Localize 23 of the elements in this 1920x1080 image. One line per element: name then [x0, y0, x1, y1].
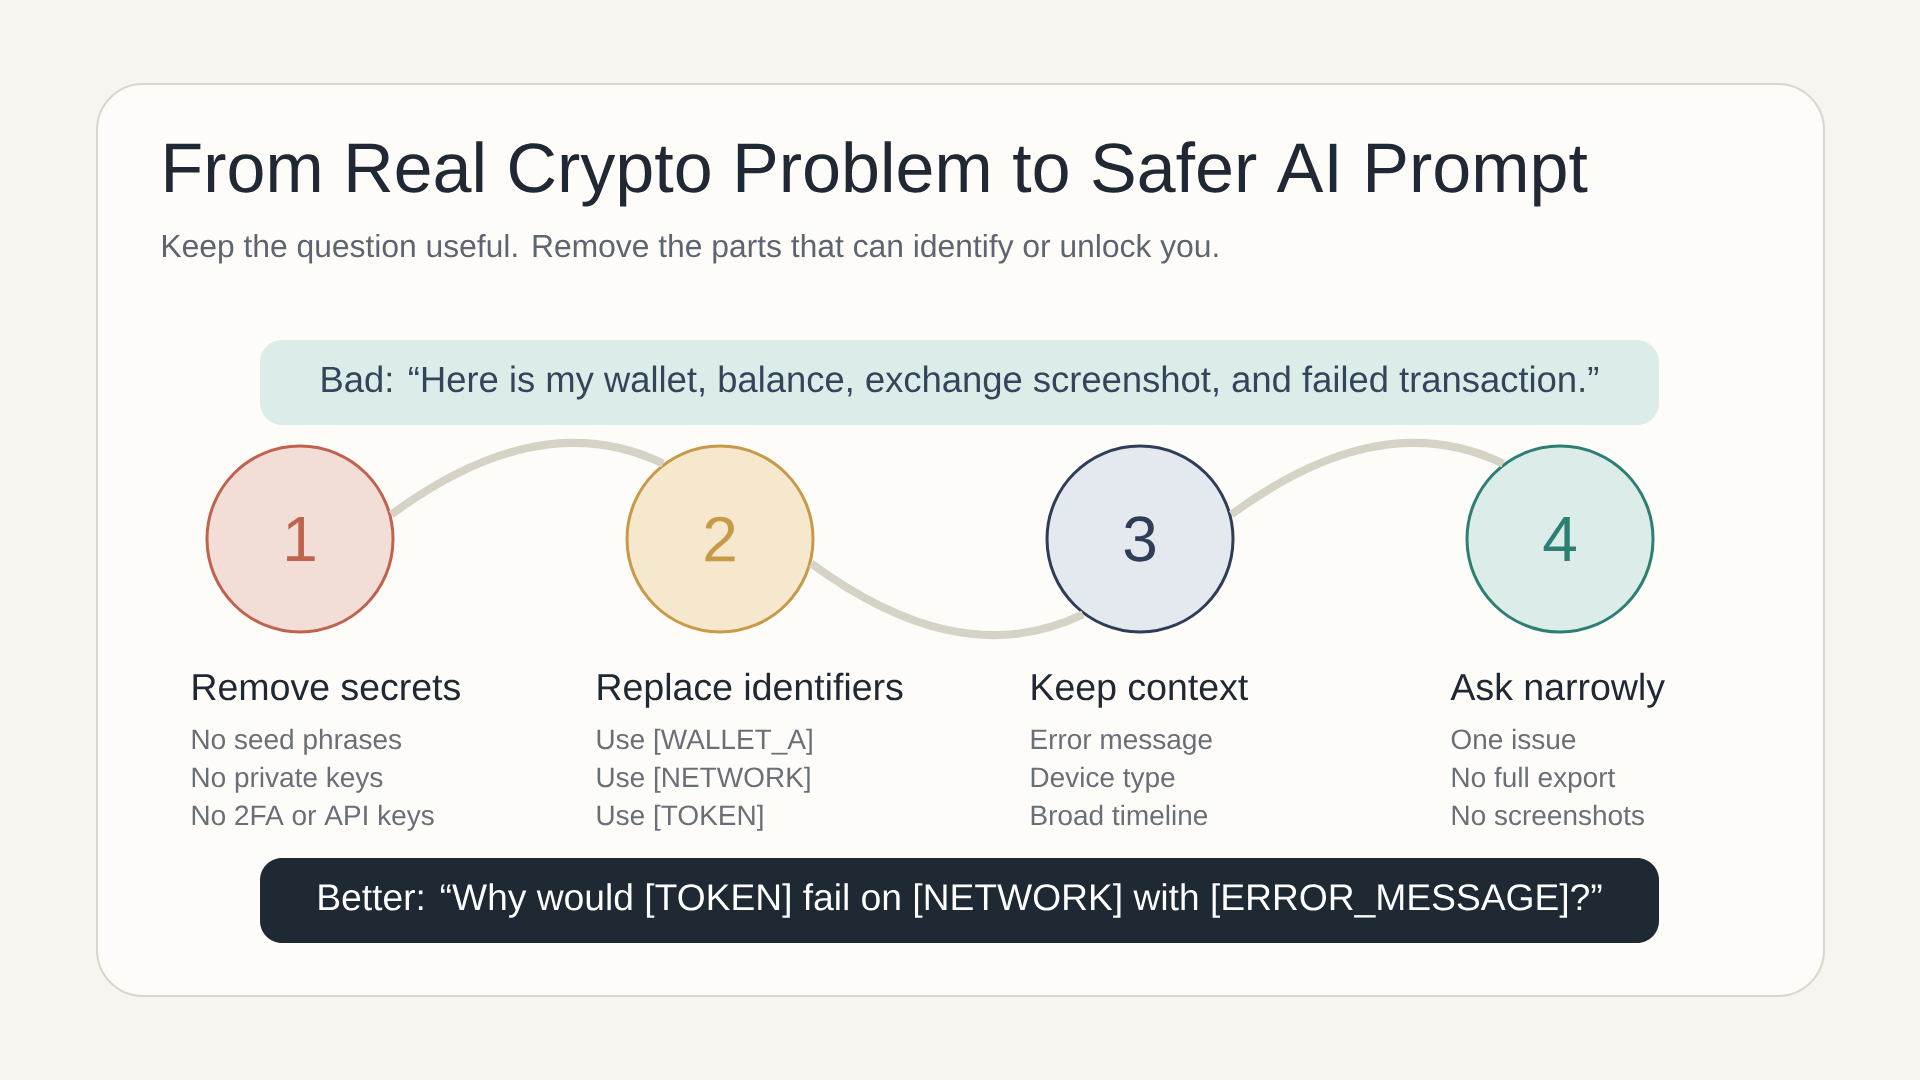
- prompt-box: Bad: “Here is my wallet, balance, exchange screenshot, and failed transaction.”: [260, 340, 1659, 425]
- step-item: Use [NETWORK]: [597, 766, 810, 793]
- step-item: No full export: [1452, 766, 1616, 793]
- step-item: Device type: [1031, 766, 1175, 793]
- step-item: Error message: [1031, 729, 1212, 755]
- title: From Real Crypto Problem to Safer AI Prompt: [166, 141, 1588, 207]
- step-item: One issue: [1451, 728, 1576, 750]
- step-item: No 2FA or API keys: [192, 804, 434, 831]
- step-heading: Ask narrowly: [1450, 672, 1665, 708]
- step-heading: Replace identifiers: [598, 672, 903, 708]
- step-item: Use [WALLET_A]: [597, 728, 812, 755]
- step-item: No private keys: [192, 766, 383, 793]
- step-heading: Remove secrets: [193, 674, 460, 701]
- connector-line: [389, 438, 665, 518]
- connector-line: [809, 560, 1085, 640]
- step-item: No seed phrases: [192, 728, 401, 755]
- connector-line: [1229, 438, 1505, 518]
- step-item: No screenshots: [1452, 804, 1644, 826]
- subtitle: Keep the question useful. Remove the parts that can identify or unlock you.: [163, 233, 1218, 264]
- step-item: Broad timeline: [1031, 804, 1208, 826]
- step-heading: Keep context: [1032, 674, 1248, 708]
- step-item: Use [TOKEN]: [597, 804, 763, 831]
- prompt-box: Better: “Why would [TOKEN] fail on [NETWORK] with [ERROR_MESSAGE]?”: [260, 858, 1659, 943]
